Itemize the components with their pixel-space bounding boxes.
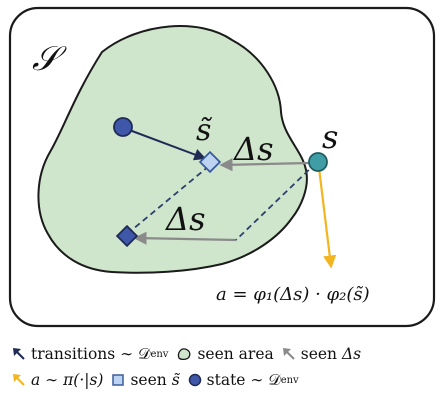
legend-transitions-label: transitions ∼ 𝒟 [31,344,151,363]
dark-s-tilde-square [115,224,139,248]
legend-seen-delta-s-label: seen [300,345,342,363]
dashed-connector-states [235,162,317,241]
transition-arrow-icon [13,348,25,360]
legend-seen-s-tilde-math: s̃ [171,371,180,389]
seen-s-tilde-square [198,150,222,174]
legend-seen-delta-s: seen Δs [282,345,361,363]
delta-s-top-label: Δs [232,130,274,168]
legend-state-label: state ∼ 𝒟 [206,370,281,389]
light-square-icon [112,374,125,386]
state-circle [113,117,133,137]
legend-transitions-sub: env [150,348,169,360]
action-formula: a = φ₁(Δs) · φ₂(s̃) [216,284,370,305]
legend-seen-area: seen area [176,345,274,363]
current-state-circle [308,152,328,172]
gray-arrow-icon [282,348,295,360]
seen-area-region [37,25,308,274]
yellow-arrow-icon [13,374,25,386]
seen-area-icon [178,348,191,361]
s-label: s [322,118,338,156]
legend-action: a ∼ π(·|s) [12,371,103,389]
seen-delta-s-arrow-bottom [133,231,237,245]
transition-arrow [123,127,207,161]
legend-action-label: a ∼ π(·|s) [31,371,104,389]
legend-seen-delta-s-math: Δs [341,345,362,363]
legend-seen-s-tilde-label: seen [130,371,172,389]
state-circle-icon [188,373,201,387]
seen-delta-s-arrow-top [219,158,310,172]
s-tilde-label: s̃ [196,113,213,148]
action-arrow [317,167,337,269]
dashed-connector-squares [126,165,210,235]
legend-state-sub: env [280,374,299,386]
legend-seen-area-label: seen area [197,345,274,363]
legend-seen-s-tilde: seen s̃ [111,371,180,389]
delta-s-bottom-label: Δs [164,200,206,238]
